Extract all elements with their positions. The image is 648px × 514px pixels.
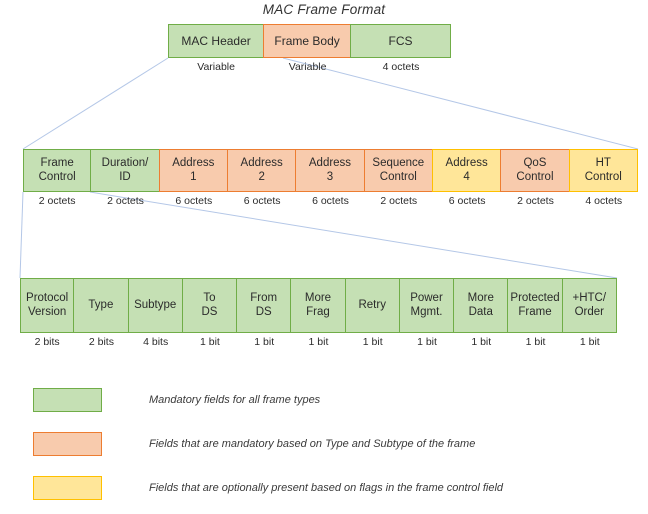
frame-control-field-label: Type (73, 278, 129, 333)
mac-header-field-size: 6 octets (243, 195, 281, 207)
frame-field-frame-body[interactable]: Frame Body Variable (263, 24, 351, 73)
mac-header-field-size: 6 octets (312, 195, 349, 207)
mac-header-field-size: 6 octets (448, 195, 486, 207)
connector-macheader-left (22, 57, 169, 150)
mac-header-field-size: 2 octets (38, 195, 76, 207)
frame-field-label: Frame Body (263, 24, 351, 58)
frame-control-field-size: 2 bits (34, 336, 60, 348)
frame-control-field-size: 1 bit (308, 336, 329, 348)
frame-control-field-label: +HTC/Order (561, 278, 617, 333)
frame-field-mac-header[interactable]: MAC Header Variable (168, 24, 265, 73)
frame-control-field-type[interactable]: Type 2 bits (73, 278, 129, 348)
frame-field-label: MAC Header (168, 24, 265, 58)
frame-control-field-label: Subtype (127, 278, 183, 333)
frame-field-size: Variable (288, 61, 327, 73)
frame-control-field-size: 1 bit (362, 336, 383, 348)
legend-item: Fields that are mandatory based on Type … (33, 426, 633, 462)
mac-header-field-size: 2 octets (107, 195, 144, 207)
legend-swatch-yellow (33, 476, 102, 500)
frame-control-field-subtype[interactable]: Subtype 4 bits (127, 278, 183, 348)
frame-control-field-size: 1 bit (417, 336, 437, 348)
frame-control-field-size: 1 bit (200, 336, 220, 348)
legend-item: Mandatory fields for all frame types (33, 382, 633, 418)
frame-field-size: Variable (197, 61, 235, 73)
frame-control-field-retry[interactable]: Retry 1 bit (344, 278, 400, 348)
frame-control-field-size: 2 bits (88, 336, 114, 348)
mac-header-field-size: 2 octets (380, 195, 418, 207)
diagram-canvas: MAC Frame Format MAC Header Variable Fra… (19, 2, 639, 500)
frame-control-field-size: 1 bit (525, 336, 546, 348)
page-title: MAC Frame Format (262, 2, 386, 17)
mac-header-field-size: 2 octets (517, 195, 554, 207)
legend-item: Fields that are optionally present based… (33, 470, 633, 506)
legend-label: Fields that are optionally present based… (149, 482, 504, 494)
frame-control-field-label: Retry (344, 278, 400, 333)
mac-header-field-label: Duration/ID (90, 149, 160, 192)
frame-control-field-size: 1 bit (471, 336, 492, 348)
mac-header-field-size: 6 octets (175, 195, 213, 207)
legend-label: Mandatory fields for all frame types (149, 394, 321, 406)
frame-control-field-size: 1 bit (254, 336, 275, 348)
legend-swatch-green (33, 388, 102, 412)
frame-control-field-size: 4 bits (143, 336, 169, 348)
frame-field-label: FCS (350, 24, 451, 58)
frame-field-size: 4 octets (382, 61, 420, 73)
mac-header-field-duration-id[interactable]: Duration/ID 2 octets (90, 149, 160, 207)
frame-field-fcs[interactable]: FCS 4 octets (350, 24, 451, 73)
legend-swatch-orange (33, 432, 102, 456)
legend-label: Fields that are mandatory based on Type … (149, 438, 476, 450)
mac-frame-row: MAC Header Variable Frame Body Variable … (168, 24, 451, 73)
frame-control-field-size: 1 bit (579, 336, 600, 348)
frame-control-field-htc-order[interactable]: +HTC/Order 1 bit (561, 278, 617, 348)
mac-header-field-size: 4 octets (585, 195, 623, 207)
